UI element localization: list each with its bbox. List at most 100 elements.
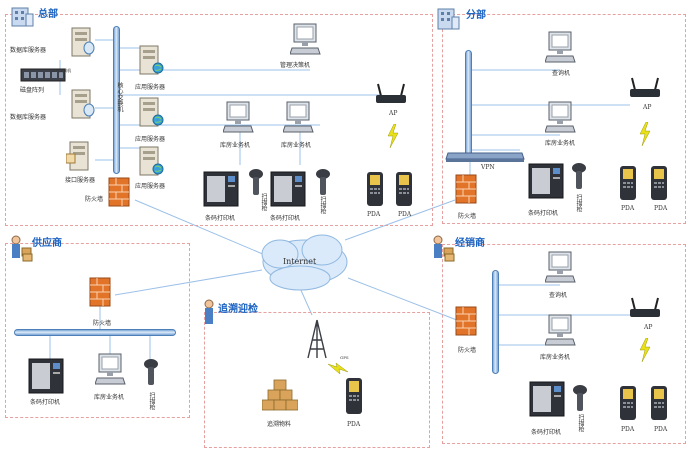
zone-distributor [442,244,686,444]
branch-printer-label: 条码打印机 [528,210,559,217]
distributor-firewall-icon [455,306,477,336]
trace-pda-label: PDA [347,421,361,428]
branch-firewall-label: 防火墙 [458,213,477,220]
hq-pda-1-label: PDA [367,211,381,218]
disk-array-icon [20,67,66,82]
branch-vpn-icon [444,148,526,162]
branch-switch [465,50,472,160]
distributor-switch [492,270,499,374]
supplier-scanner-icon [143,358,159,386]
zone-title-trace: 追溯迎检 [218,304,258,315]
internet-cloud-icon [261,234,348,291]
zone-title-hq: 总部 [38,9,58,20]
hq-firewall-label: 防火墙 [85,196,104,203]
disk-array-label: 磁盘阵列 [20,87,45,94]
supplier-firewall-label: 防火墙 [93,320,112,327]
supplier-wh-pc-label: 库房业务机 [94,394,125,401]
zone-title-distributor: 经销商 [455,238,485,249]
hq-wh-pc-2-icon [282,100,315,134]
db-server-1-icon [70,26,96,58]
trace-signal-label: GPS [340,355,349,360]
app-server-1-icon [138,44,164,78]
distributor-printer-label: 条码打印机 [531,429,562,436]
app-server-3-label: 应用服务器 [135,183,166,190]
distributor-pda-2-icon [648,384,670,422]
distributor-printer-icon [529,378,565,418]
supplier-switch [14,329,176,336]
branch-wh-pc-icon [544,100,577,134]
hq-printer-2-label: 条码打印机 [270,215,301,222]
hq-wireless-bolt-icon [386,123,400,149]
distributor-wh-pc-icon [544,313,577,347]
hq-wh-pc-2-label: 库房业务机 [281,142,312,149]
internet-label: Internet [283,257,317,266]
supplier-person-icon [8,234,34,264]
distributor-ap-label: AP [644,324,653,331]
hq-scanner-2-icon [315,168,331,196]
branch-wireless-bolt-icon [638,121,652,147]
supplier-printer-icon [28,355,64,395]
supplier-scanner-label: 扫描枪 [148,392,155,410]
hq-printer-1-icon [203,168,239,208]
hq-pda-2-icon [393,170,415,208]
hq-building-icon [8,2,34,28]
hq-wh-pc-1-label: 库房业务机 [220,142,251,149]
app-server-2-label: 应用服务器 [135,136,166,143]
supplier-wh-pc-icon [94,352,127,386]
trace-pda-icon [343,376,365,416]
db-server-2-icon [70,88,96,120]
hq-wh-pc-1-icon [222,100,255,134]
branch-building-icon [434,3,460,33]
hq-ap-icon [374,82,408,106]
branch-scanner-icon [571,162,587,190]
branch-pda-2-icon [648,164,670,202]
app-server-1-label: 应用服务器 [135,84,166,91]
branch-scanner-label: 扫描枪 [575,194,582,212]
hq-scanner-1-icon [248,168,264,196]
distributor-person-icon [430,234,456,264]
branch-query-pc-label: 查询机 [552,70,571,77]
supplier-printer-label: 条码打印机 [30,399,61,406]
hq-printer-1-label: 条码打印机 [205,215,236,222]
interface-server-icon [65,140,96,174]
branch-printer-icon [528,160,564,200]
distributor-scanner-label: 扫描枪 [577,414,584,432]
hq-scanner-1-label: 扫描枪 [260,193,267,211]
distributor-query-pc-icon [544,250,577,284]
branch-ap-icon [628,76,662,100]
hq-firewall-icon [108,177,130,207]
branch-query-pc-icon [544,30,577,64]
distributor-scanner-icon [572,384,588,412]
db-server-1-label: 数据库服务器 [10,47,47,54]
distributor-firewall-label: 防火墙 [458,347,477,354]
hq-printer-2-icon [270,168,306,208]
branch-vpn-label: VPN [481,164,495,171]
zone-title-branch: 分部 [466,10,486,21]
hq-scanner-2-label: 扫描枪 [319,196,326,214]
distributor-pda-1-icon [617,384,639,422]
supplier-firewall-icon [89,277,111,307]
trace-wireless-bolt-icon [327,360,349,376]
trace-goods-boxes-icon [261,378,299,412]
distributor-pda-2-label: PDA [654,426,668,433]
branch-pda-2-label: PDA [654,205,668,212]
zone-hq [5,14,433,226]
distributor-ap-icon [628,296,662,320]
hq-pda-2-label: PDA [398,211,412,218]
mgmt-pc-label: 管理决策机 [280,62,311,69]
branch-pda-1-icon [617,164,639,202]
interface-server-label: 接口服务器 [65,177,96,184]
zone-trace [204,312,430,448]
db-server-2-label: 数据库服务器 [10,114,47,121]
app-server-2-icon [138,96,164,130]
branch-ap-label: AP [643,104,652,111]
trace-goods-label: 追溯物料 [267,421,292,428]
branch-firewall-icon [455,174,477,204]
branch-pda-1-label: PDA [621,205,635,212]
distributor-pda-1-label: PDA [621,426,635,433]
zone-title-supplier: 供应商 [32,238,62,249]
distributor-wh-pc-label: 库房业务机 [540,354,571,361]
distributor-query-pc-label: 查询机 [549,292,568,299]
zone-branch [442,14,686,224]
hq-pda-1-icon [364,170,386,208]
